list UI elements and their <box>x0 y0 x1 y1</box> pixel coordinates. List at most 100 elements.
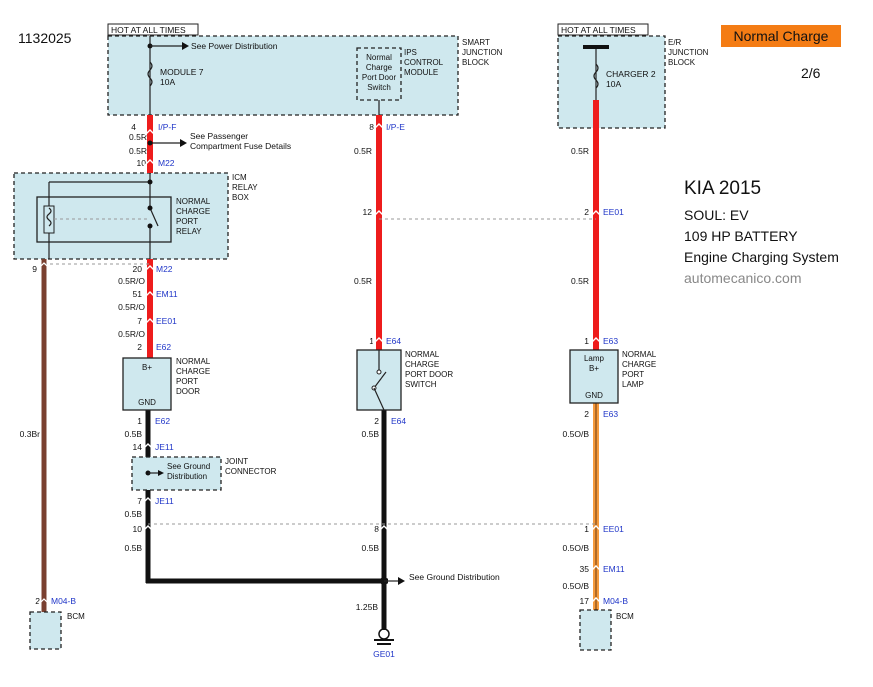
door-switch-label-2: CHARGE <box>405 360 439 369</box>
c2-wire-05r-b: 0.5R <box>354 276 372 286</box>
c1-pin-51: 51 <box>133 289 143 299</box>
conn-chevron-c1-d <box>143 291 157 299</box>
c3-conn-ee01b: EE01 <box>603 524 624 534</box>
ips-label-2: CONTROL <box>404 58 444 67</box>
hot-label-left: HOT AT ALL TIMES <box>111 25 186 35</box>
conn-chevron-c1-f <box>141 443 155 451</box>
bcm-left <box>29 611 62 650</box>
c1-pin-7: 7 <box>137 316 142 326</box>
ips-inner-3: Port Door <box>362 73 397 82</box>
pass-fuse-label-2: Compartment Fuse Details <box>190 141 291 151</box>
c1-pin-14: 14 <box>133 442 143 452</box>
smart-jb-label-3: BLOCK <box>462 58 490 67</box>
door-switch-blade <box>373 371 387 389</box>
port-lamp-top-1: Lamp <box>584 354 605 363</box>
c1-conn-m22b: M22 <box>156 264 173 274</box>
fuse-charger2-name: CHARGER 2 <box>606 69 656 79</box>
ips-label-3: MODULE <box>404 68 438 77</box>
c3-conn-em11: EM11 <box>603 564 625 574</box>
ips-inner-4: Switch <box>367 83 391 92</box>
c3-conn-e63b: E63 <box>603 409 618 419</box>
ground-icon <box>378 628 390 640</box>
c1-pin-7b: 7 <box>137 496 142 506</box>
fuse-module7-icon <box>147 61 153 87</box>
joint-inner-2: Distribution <box>167 472 207 481</box>
c0-pin-9: 9 <box>32 264 37 274</box>
c3-conn-m04b: M04-B <box>603 596 628 606</box>
c1-wire-05ro-b: 0.5R/O <box>118 302 145 312</box>
conn-chevron-c3-e <box>589 597 603 605</box>
smart-jb-label-2: JUNCTION <box>462 48 503 57</box>
door-switch-label-4: SWITCH <box>405 380 437 389</box>
c1-pin-2: 2 <box>137 342 142 352</box>
page-number: 2/6 <box>801 65 821 81</box>
c1-wire-05b-a: 0.5B <box>125 429 143 439</box>
watermark: automecanico.com <box>684 270 802 286</box>
c1-pin-10: 10 <box>137 158 147 168</box>
normal-charge-badge <box>721 25 841 47</box>
conn-chevron-c2-d <box>377 525 391 533</box>
conn-chevron-c2-b <box>372 210 386 218</box>
c1-conn-m22a: M22 <box>158 158 175 168</box>
door-switch-label-1: NORMAL <box>405 350 440 359</box>
c3-wire-05r-b: 0.5R <box>571 276 589 286</box>
fuse-module7-rating: 10A <box>160 77 175 87</box>
port-door-label-3: PORT <box>176 377 198 386</box>
c2-pin-8b: 8 <box>374 524 379 534</box>
c0-conn-m04b: M04-B <box>51 596 76 606</box>
er-jb-label-2: JUNCTION <box>668 48 709 57</box>
c0-wire-03br: 0.3Br <box>20 429 40 439</box>
hot-label-right-box <box>557 23 649 36</box>
c2-conn-ipe: I/P-E <box>386 122 405 132</box>
c0-pin-2: 2 <box>35 596 40 606</box>
c3-conn-e63a: E63 <box>603 336 618 346</box>
pass-fuse-dot <box>147 140 153 146</box>
bcm-left-label: BCM <box>67 612 85 621</box>
c2-pin-12: 12 <box>363 207 373 217</box>
bcm-right-label: BCM <box>616 612 634 621</box>
see-ground-distribution: See Ground Distribution <box>409 572 500 582</box>
er-jb-label-1: E/R <box>668 38 682 47</box>
icm-label-3: BOX <box>232 193 250 202</box>
relay-coil-loop <box>46 207 52 227</box>
c3-pin-2b: 2 <box>584 409 589 419</box>
c3-pin-35: 35 <box>580 564 590 574</box>
c1-pin-20: 20 <box>133 264 143 274</box>
relay-dot-1 <box>147 179 153 185</box>
c2-pin-2: 2 <box>374 416 379 426</box>
title-model: SOUL: EV <box>684 207 749 223</box>
ground-id: GE01 <box>373 649 395 659</box>
c3-wire-05ob-a: 0.5O/B <box>563 429 590 439</box>
relay-dot-2 <box>147 205 153 211</box>
c1-conn-je11a: JE11 <box>155 442 174 452</box>
c1-wire-05r-b: 0.5R <box>129 146 147 156</box>
port-lamp-label-3: PORT <box>622 370 644 379</box>
ground-wire-label: 1.25B <box>356 602 379 612</box>
joint-label-1: JOINT <box>225 457 248 466</box>
c3-conn-ee01: EE01 <box>603 207 624 217</box>
port-lamp-label-1: NORMAL <box>622 350 657 359</box>
title-system: Engine Charging System <box>684 249 839 265</box>
normal-charge-port-relay <box>36 196 172 243</box>
ips-label-1: IPS <box>404 48 417 57</box>
conn-chevron-c0-b <box>38 598 50 605</box>
joint-inner-1: See Ground <box>167 462 210 471</box>
door-switch-out <box>373 387 385 411</box>
c3-wire-05ob-b: 0.5O/B <box>563 543 590 553</box>
hot-label-right: HOT AT ALL TIMES <box>561 25 636 35</box>
doc-id: 1132025 <box>18 30 72 46</box>
fuse-module7-name: MODULE 7 <box>160 67 204 77</box>
c1-conn-em11: EM11 <box>156 289 178 299</box>
c3-pin-1b: 1 <box>584 524 589 534</box>
conn-chevron-c3-d <box>589 565 603 573</box>
smart-jb-label-1: SMART <box>462 38 490 47</box>
port-door-label-4: DOOR <box>176 387 200 396</box>
c2-wire-05b: 0.5B <box>362 429 380 439</box>
c1-wire-05b-c: 0.5B <box>125 543 143 553</box>
conn-chevron-c2-c <box>372 337 386 345</box>
c1-conn-e62b: E62 <box>155 416 170 426</box>
port-lamp-gnd: GND <box>585 391 603 400</box>
relay-label-3: PORT <box>176 217 198 226</box>
icm-relay-box <box>13 172 229 260</box>
